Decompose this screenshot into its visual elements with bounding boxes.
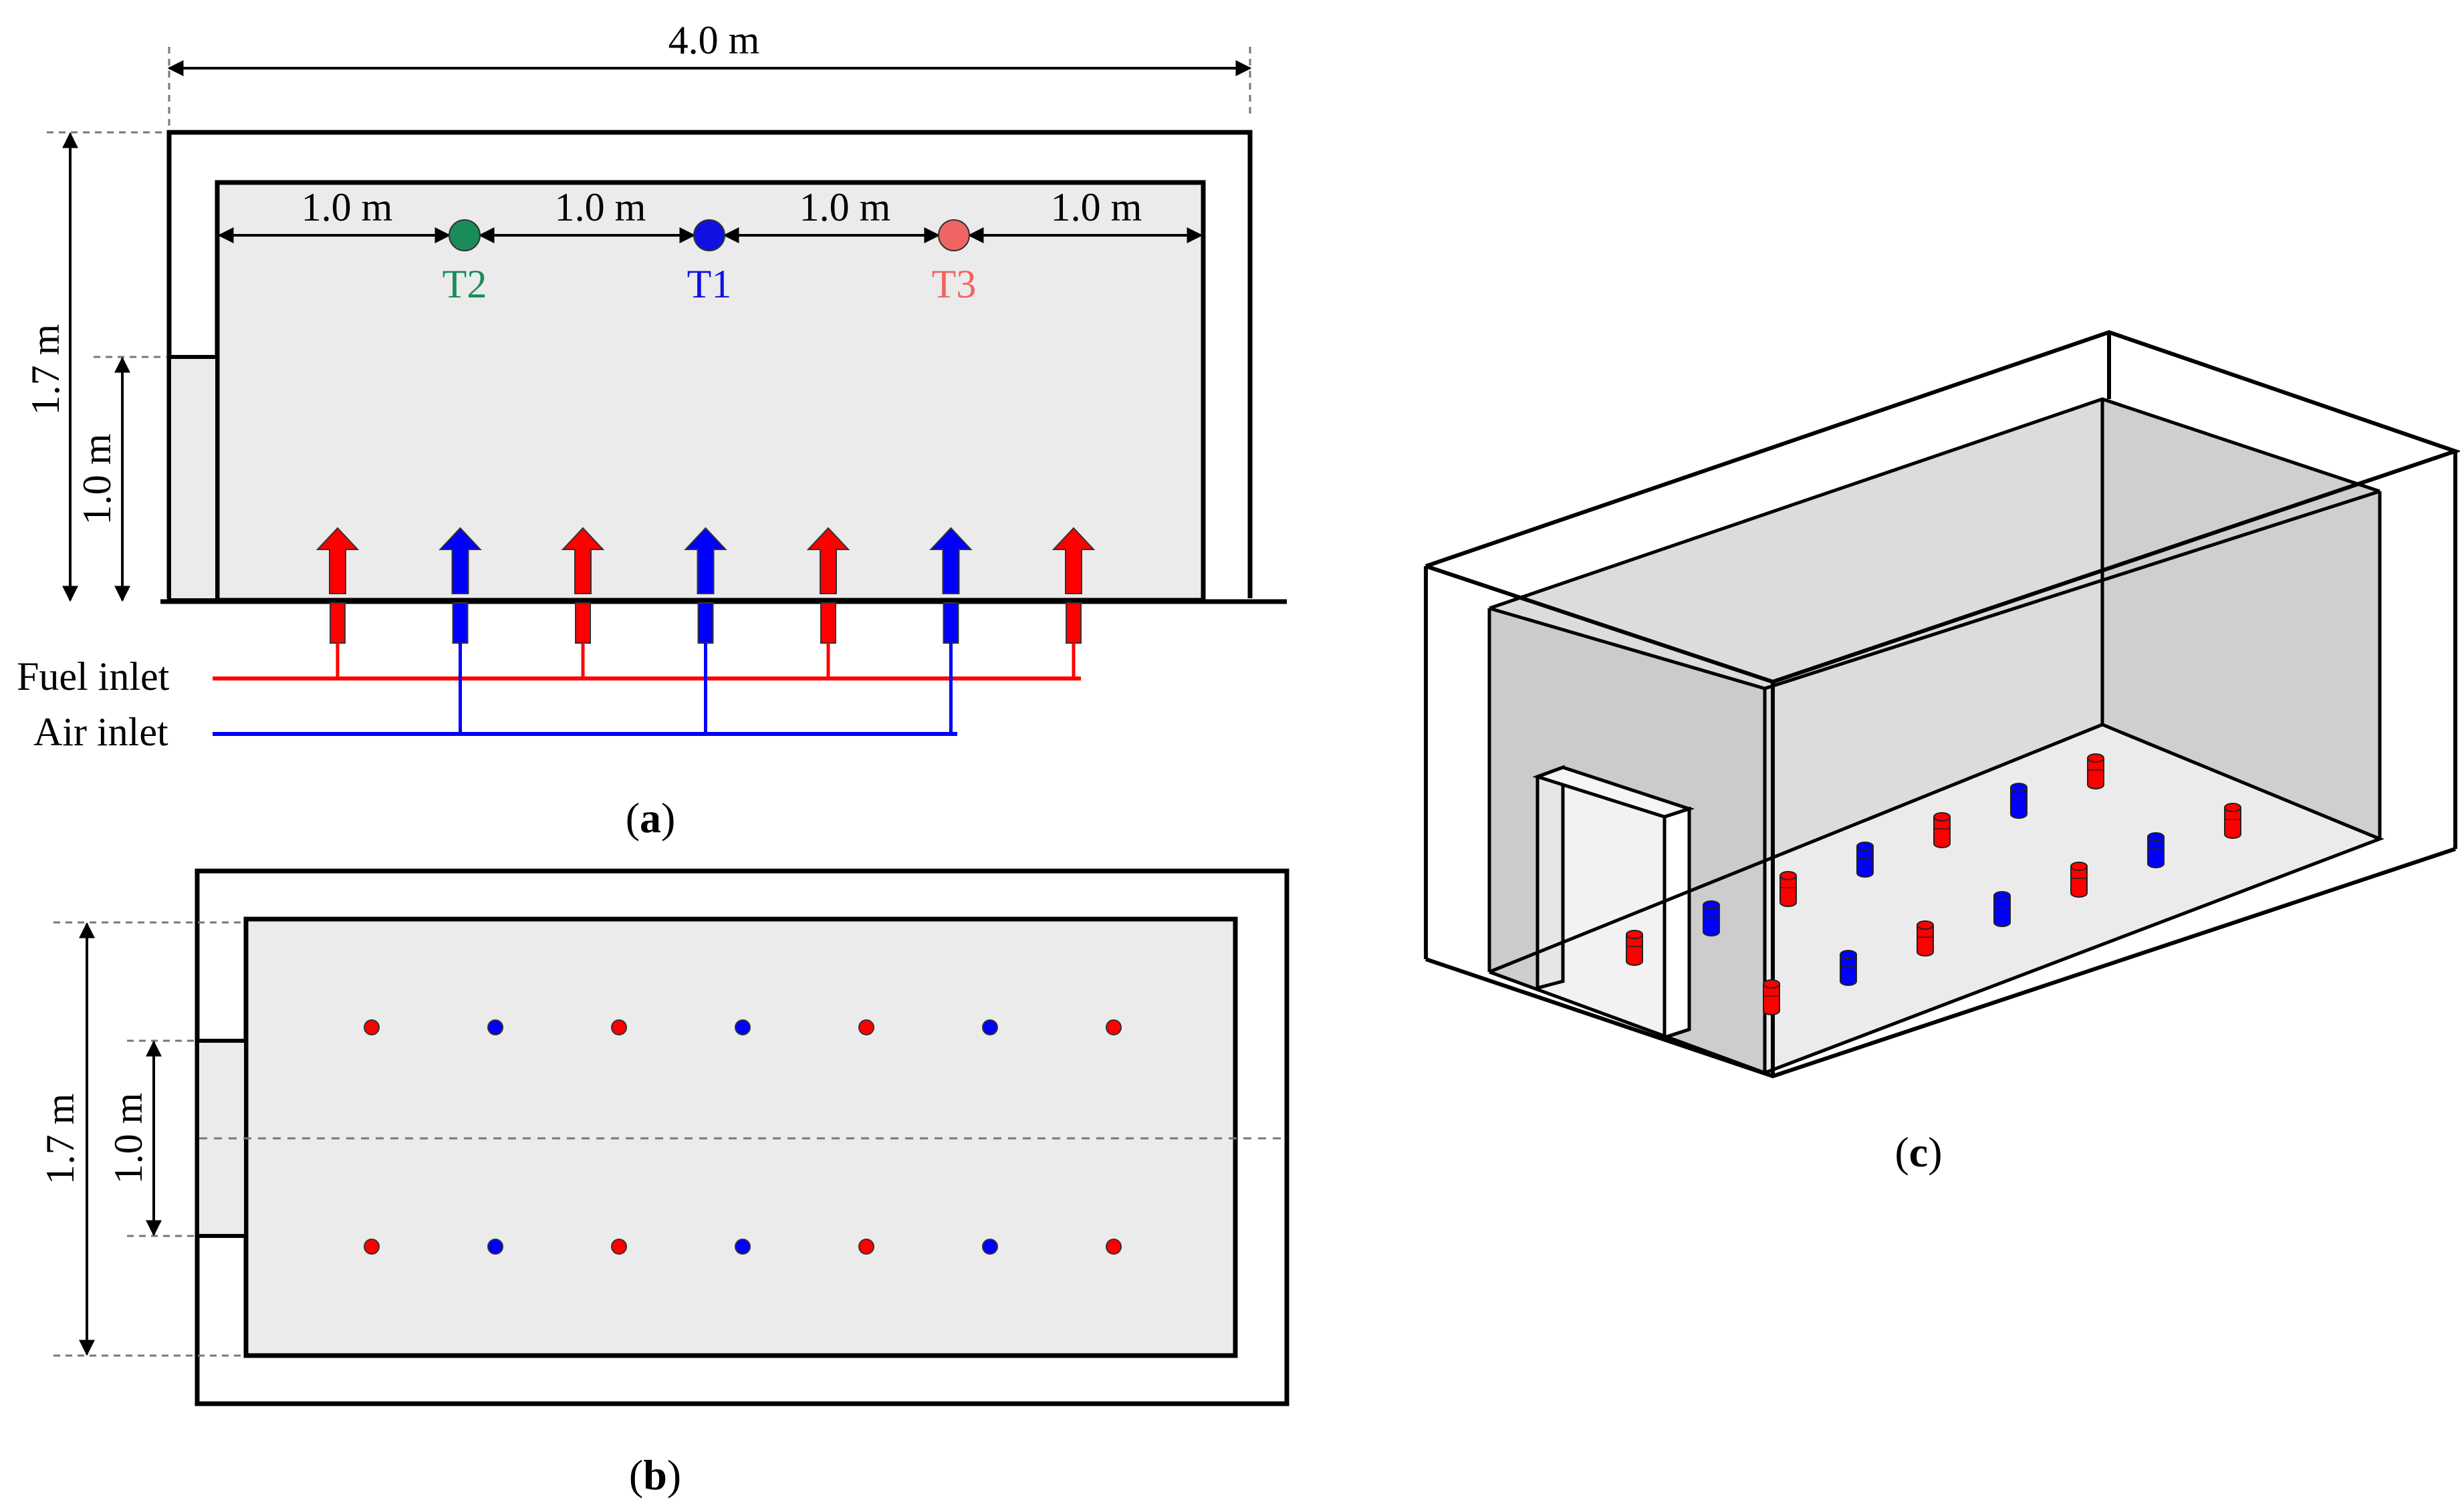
- air-burner-cylinder: [1856, 842, 1874, 878]
- panel-b: 1.7 m 1.0 m (b): [38, 868, 1289, 1499]
- air-burner-cylinder: [2147, 832, 2165, 868]
- door-opening-c: [1538, 777, 1665, 1037]
- spacing-label-3: 1.0 m: [800, 185, 891, 229]
- air-nozzle: [697, 602, 714, 644]
- spacing-label-2: 1.0 m: [555, 185, 646, 229]
- air-burner-dot: [982, 1019, 998, 1035]
- air-flow-arrow: [684, 527, 727, 594]
- fuel-inlet-7: [1052, 527, 1096, 678]
- room-right-back-wall: [2102, 399, 2380, 839]
- fuel-burner-cylinder: [2070, 862, 2088, 898]
- air-burner-cylinder: [1840, 950, 1857, 986]
- fuel-flow-arrow: [806, 527, 850, 594]
- fuel-burner-dot: [611, 1239, 627, 1255]
- thermocouple-t2-marker: [449, 219, 481, 251]
- door-a: [167, 355, 219, 602]
- dim-height-label: 1.7 m: [23, 324, 68, 416]
- air-burner-cylinder: [1703, 900, 1720, 936]
- dim-door-label: 1.0 m: [75, 434, 119, 525]
- fuel-burner-dot: [611, 1019, 627, 1035]
- air-burner-cylinder: [2010, 783, 2027, 819]
- fuel-burner-cylinder: [2087, 753, 2104, 789]
- panel-a-label: (a): [626, 794, 676, 842]
- air-burner-dot: [735, 1019, 751, 1035]
- fuel-burner-cylinder: [1763, 979, 1780, 1015]
- air-burner-dot: [487, 1019, 503, 1035]
- fuel-burner-dot: [1106, 1239, 1122, 1255]
- outer-enclosure-c: [1424, 330, 2460, 1079]
- air-inlet-4: [684, 527, 727, 734]
- air-nozzle: [943, 602, 959, 644]
- fuel-burner-cylinder: [1917, 920, 1934, 957]
- inlet-arrows: [316, 527, 1096, 734]
- panel-b-label: (b): [629, 1451, 681, 1499]
- fuel-inlet-5: [806, 527, 850, 678]
- fuel-nozzle: [1066, 602, 1082, 644]
- door-frame-side: [1535, 765, 1565, 991]
- panel-c: (c): [1424, 330, 2460, 1176]
- dim-b-height-label: 1.7 m: [38, 1094, 82, 1185]
- air-burner-cylinder: [1993, 891, 2011, 927]
- air-flow-arrow: [929, 527, 973, 594]
- fuel-flow-arrow: [316, 527, 360, 594]
- air-flow-arrow: [439, 527, 482, 594]
- fuel-burner-cylinder: [1779, 871, 1797, 907]
- dim-total-width-label: 4.0 m: [668, 18, 760, 62]
- thermocouple-t1-marker: [693, 219, 725, 251]
- fuel-inlet-1: [316, 527, 360, 678]
- fuel-burner-dot: [858, 1239, 874, 1255]
- fuel-burner-dot: [858, 1019, 874, 1035]
- fuel-burner-cylinder: [1933, 812, 1951, 848]
- thermocouple-t1-label: T1: [687, 262, 732, 306]
- inner-room-edges: [1487, 397, 2384, 1075]
- dim-b-door-label: 1.0 m: [106, 1093, 150, 1184]
- panel-a: 4.0 m 1.7 m 1.0 m 1.0 m 1.0 m 1.0 m 1.0 …: [17, 18, 1287, 842]
- thermocouple-t2-label: T2: [443, 262, 487, 306]
- air-inlet-6: [929, 527, 973, 734]
- air-inlet-label: Air inlet: [33, 710, 168, 754]
- fuel-burner-cylinder: [2224, 803, 2241, 839]
- fuel-inlet-label: Fuel inlet: [17, 654, 170, 699]
- fuel-burner-dot: [1106, 1019, 1122, 1035]
- fuel-flow-arrow: [561, 527, 605, 594]
- fuel-nozzle: [330, 602, 346, 644]
- fuel-flow-arrow: [1052, 527, 1096, 594]
- fuel-nozzle: [820, 602, 836, 644]
- door-frame-front: [1663, 806, 1691, 1040]
- fuel-burner-cylinder: [1626, 930, 1643, 966]
- thermocouple-t3-marker: [938, 219, 970, 251]
- panel-c-label: (c): [1894, 1128, 1942, 1176]
- burner-cylinders: [1626, 753, 2241, 1015]
- fuel-nozzle: [575, 602, 591, 644]
- fuel-burner-dot: [364, 1239, 380, 1255]
- air-burner-dot: [487, 1239, 503, 1255]
- air-inlet-2: [439, 527, 482, 734]
- air-burner-dot: [735, 1239, 751, 1255]
- air-nozzle: [452, 602, 469, 644]
- burner-dots: [364, 1019, 1122, 1255]
- fuel-burner-dot: [364, 1019, 380, 1035]
- spacing-label-1: 1.0 m: [301, 185, 393, 229]
- spacing-label-4: 1.0 m: [1051, 185, 1142, 229]
- thermocouple-t3-label: T3: [932, 262, 977, 306]
- fuel-inlet-3: [561, 527, 605, 678]
- air-burner-dot: [982, 1239, 998, 1255]
